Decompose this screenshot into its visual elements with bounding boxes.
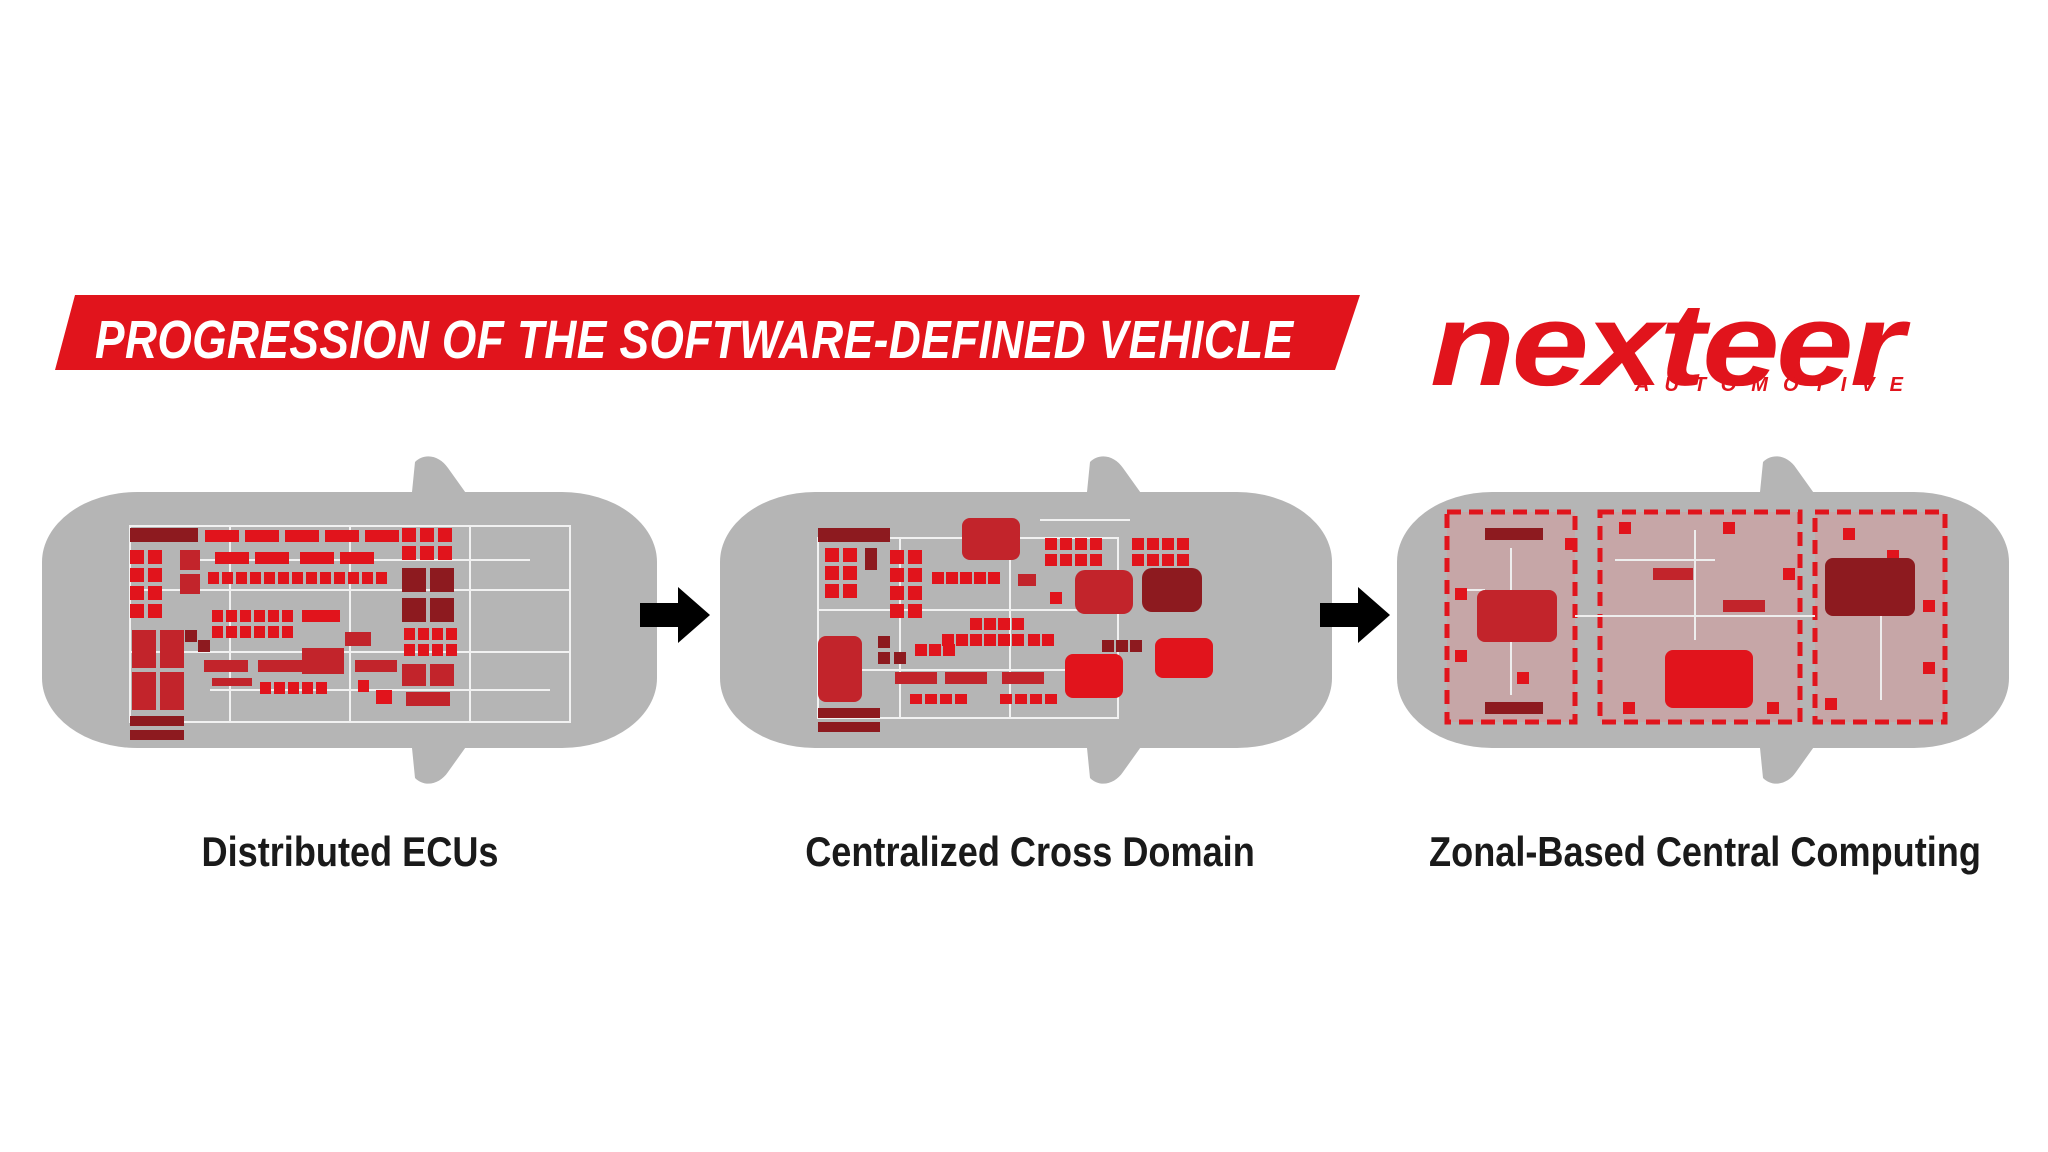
arrow-right-icon xyxy=(1320,587,1390,643)
car-body xyxy=(720,456,1332,784)
car-diagram-centralized xyxy=(720,456,1332,784)
car-diagram-zonal xyxy=(1397,456,2009,784)
nexteer-logo: nexteer AUTOMOTIVE xyxy=(1430,279,1970,411)
stage-zonal-central-computing xyxy=(1385,440,2025,800)
stage-centralized-cross-domain xyxy=(710,440,1350,800)
arrow-right-icon xyxy=(640,587,710,643)
logo-wordmark: nexteer xyxy=(1430,279,1904,411)
caption-centralized-cross-domain: Centralized Cross Domain xyxy=(805,828,1255,875)
banner-title: PROGRESSION OF THE SOFTWARE-DEFINED VEHI… xyxy=(95,310,1294,370)
logo-tagline: AUTOMOTIVE xyxy=(1635,374,1918,396)
caption-distributed-ecus: Distributed ECUs xyxy=(201,828,499,875)
title-banner xyxy=(55,295,1360,370)
ecu-modules xyxy=(818,518,1213,732)
ecu-modules xyxy=(130,528,457,740)
caption-zonal-central-computing: Zonal-Based Central Computing xyxy=(1429,828,1981,875)
car-diagram-distributed xyxy=(42,456,657,784)
banner-shape xyxy=(55,295,1360,370)
stage-distributed-ecus xyxy=(30,440,670,800)
ecu-modules xyxy=(1455,522,1935,714)
